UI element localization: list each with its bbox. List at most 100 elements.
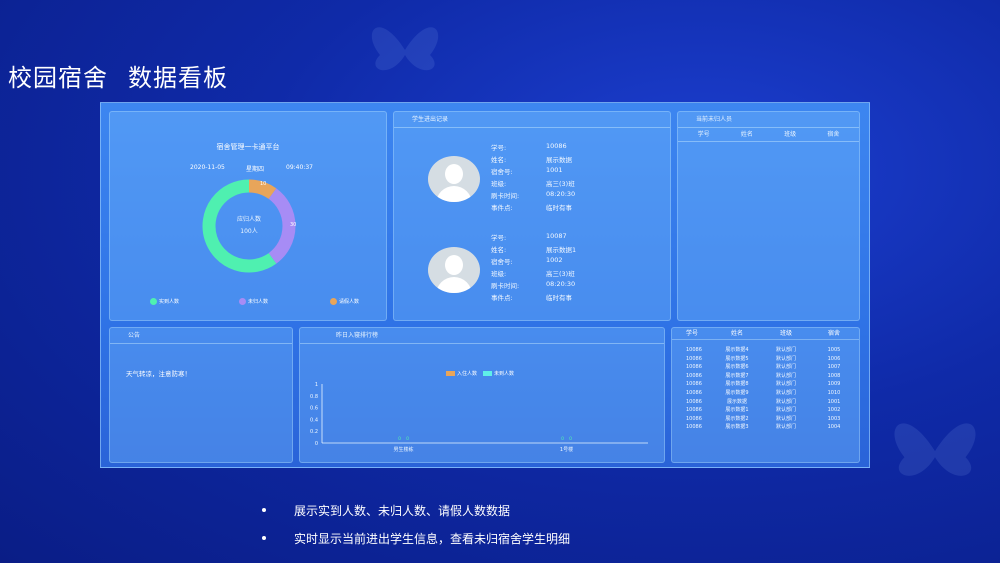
table-cell: 默认部门: [775, 381, 796, 388]
table-cell: 1006: [827, 355, 841, 362]
table-cell: 默认部门: [775, 372, 796, 379]
list-header-dorm: 宿舍: [827, 330, 840, 337]
record-field: 刷卡时间:08:20:30: [491, 190, 575, 200]
table-cell: 展示数据8: [725, 381, 749, 388]
table-cell: 10086: [686, 424, 702, 431]
bar-value-label: 0: [561, 436, 564, 442]
table-cell: 默认部门: [775, 398, 796, 405]
record-field-key: 班级:: [491, 270, 507, 278]
table-cell: 展示数据7: [725, 372, 749, 379]
y-tick-label: 1: [315, 382, 318, 388]
record-field-key: 姓名:: [491, 156, 507, 164]
record-field-key: 刷卡时间:: [491, 282, 520, 290]
ranking-legend-swatch-2: [483, 371, 493, 376]
ranking-legend: 入住人数 未到人数: [446, 370, 514, 377]
legend-present-label: 实到人数: [159, 299, 180, 305]
record-field-key: 宿舍号:: [491, 168, 513, 176]
table-cell: 1009: [827, 381, 841, 388]
unreturned-title: 当前未归人员: [678, 112, 859, 128]
record-field-key: 学号:: [491, 234, 507, 242]
record-field: 班级: 高三(3)班: [491, 178, 575, 188]
list-header-name: 姓名: [730, 330, 743, 337]
record-field-value: 高三(3)班: [546, 270, 575, 278]
ranking-legend-label-1: 入住人数: [457, 371, 478, 377]
donut-center-label: 应归人数: [236, 216, 261, 223]
platform-title: 宿舍管理一卡通平台: [216, 143, 280, 151]
record-field-value: 08:20:30: [546, 280, 576, 288]
notice-text: 天气转凉，注意防寒！: [126, 370, 191, 378]
unreturned-header-id: 学号: [697, 131, 710, 138]
record-field: 事件点:临时有事: [491, 292, 572, 302]
unreturned-panel: 当前未归人员 学号 姓名 班级 宿舍: [677, 111, 860, 321]
dashboard-screenshot: 宿舍管理一卡通平台 2020-11-05 星期四 09:40:37 应归人数 1…: [100, 102, 870, 468]
legend-leave: 请假人数: [330, 298, 359, 305]
record-field: 宿舍号:1002: [491, 256, 563, 266]
platform-panel: 宿舍管理一卡通平台 2020-11-05 星期四 09:40:37 应归人数 1…: [109, 111, 387, 321]
y-tick-label: 0.6: [310, 406, 318, 412]
y-tick-label: 0: [315, 441, 318, 447]
record-field: 班级: 高三(3)班: [491, 268, 575, 278]
record-field-key: 班级:: [491, 180, 507, 188]
record-field-value: 1001: [546, 166, 563, 174]
donut-slice: [248, 179, 277, 200]
legend-leave-label: 请假人数: [339, 299, 360, 305]
table-cell: 10086: [686, 398, 702, 405]
table-cell: 默认部门: [775, 389, 796, 396]
table-cell: 默认部门: [775, 364, 796, 371]
record-field: 学号: 10087: [491, 232, 567, 242]
record-field-value: 高三(3)班: [546, 180, 575, 188]
table-cell: 展示数据: [726, 398, 747, 405]
table-cell: 1005: [827, 347, 841, 353]
notice-panel: 公告 天气转凉，注意防寒！: [109, 327, 293, 463]
slide-title: 校园宿舍数据看板: [8, 58, 228, 93]
slide-title-part2: 数据看板: [128, 64, 228, 92]
platform-date: 2020-11-05: [190, 164, 225, 171]
record-field-value: 临时有事: [546, 294, 572, 302]
y-tick-label: 0.2: [310, 429, 318, 435]
donut-slice: [202, 179, 277, 273]
bar-value-label: 0: [398, 436, 401, 442]
list-header-id: 学号: [686, 330, 699, 337]
table-row: 10086 展示数据9 默认部门 1010: [672, 389, 859, 398]
notice-title: 公告: [110, 328, 292, 344]
record-field-key: 姓名:: [491, 246, 507, 254]
record-field-value: 10087: [546, 232, 567, 240]
table-cell: 1003: [827, 415, 841, 422]
butterfly-decoration: [371, 27, 439, 71]
donut-center-value: 100人: [240, 228, 258, 235]
table-cell: 默认部门: [775, 355, 796, 362]
table-cell: 10086: [686, 389, 702, 396]
list-header-class: 班级: [779, 330, 792, 337]
table-cell: 10086: [686, 407, 702, 414]
unreturned-header-name: 姓名: [740, 131, 753, 138]
record-field-key: 事件点:: [491, 204, 513, 212]
legend-absent-label: 未归人数: [248, 299, 269, 305]
table-cell: 1007: [827, 364, 841, 371]
table-cell: 展示数据9: [725, 389, 749, 396]
table-cell: 1010: [827, 389, 841, 396]
bullet-text-2: 实时显示当前进出学生信息，查看未归宿舍学生明细: [294, 531, 571, 546]
record-field-key: 学号:: [491, 144, 507, 152]
table-cell: 展示数据4: [725, 347, 749, 353]
unreturned-header-dorm: 宿舍: [827, 131, 840, 138]
record-field-value: 展示数据1: [546, 246, 577, 254]
bar-value-label: 0: [569, 436, 572, 442]
slide-title-part1: 校园宿舍: [8, 64, 108, 92]
unreturned-header-class: 班级: [784, 131, 797, 138]
table-cell: 展示数据6: [725, 364, 749, 371]
table-cell: 1001: [827, 398, 841, 405]
table-cell: 10086: [686, 381, 702, 388]
table-cell: 1002: [827, 407, 841, 414]
bar-value-label: 0: [406, 436, 409, 442]
table-cell: 展示数据1: [725, 407, 749, 414]
bullet-item-1: 展示实到人数、未归人数、请假人数数据: [262, 496, 570, 524]
bullet-text-1: 展示实到人数、未归人数、请假人数数据: [294, 503, 511, 518]
platform-time: 09:40:37: [286, 164, 313, 171]
